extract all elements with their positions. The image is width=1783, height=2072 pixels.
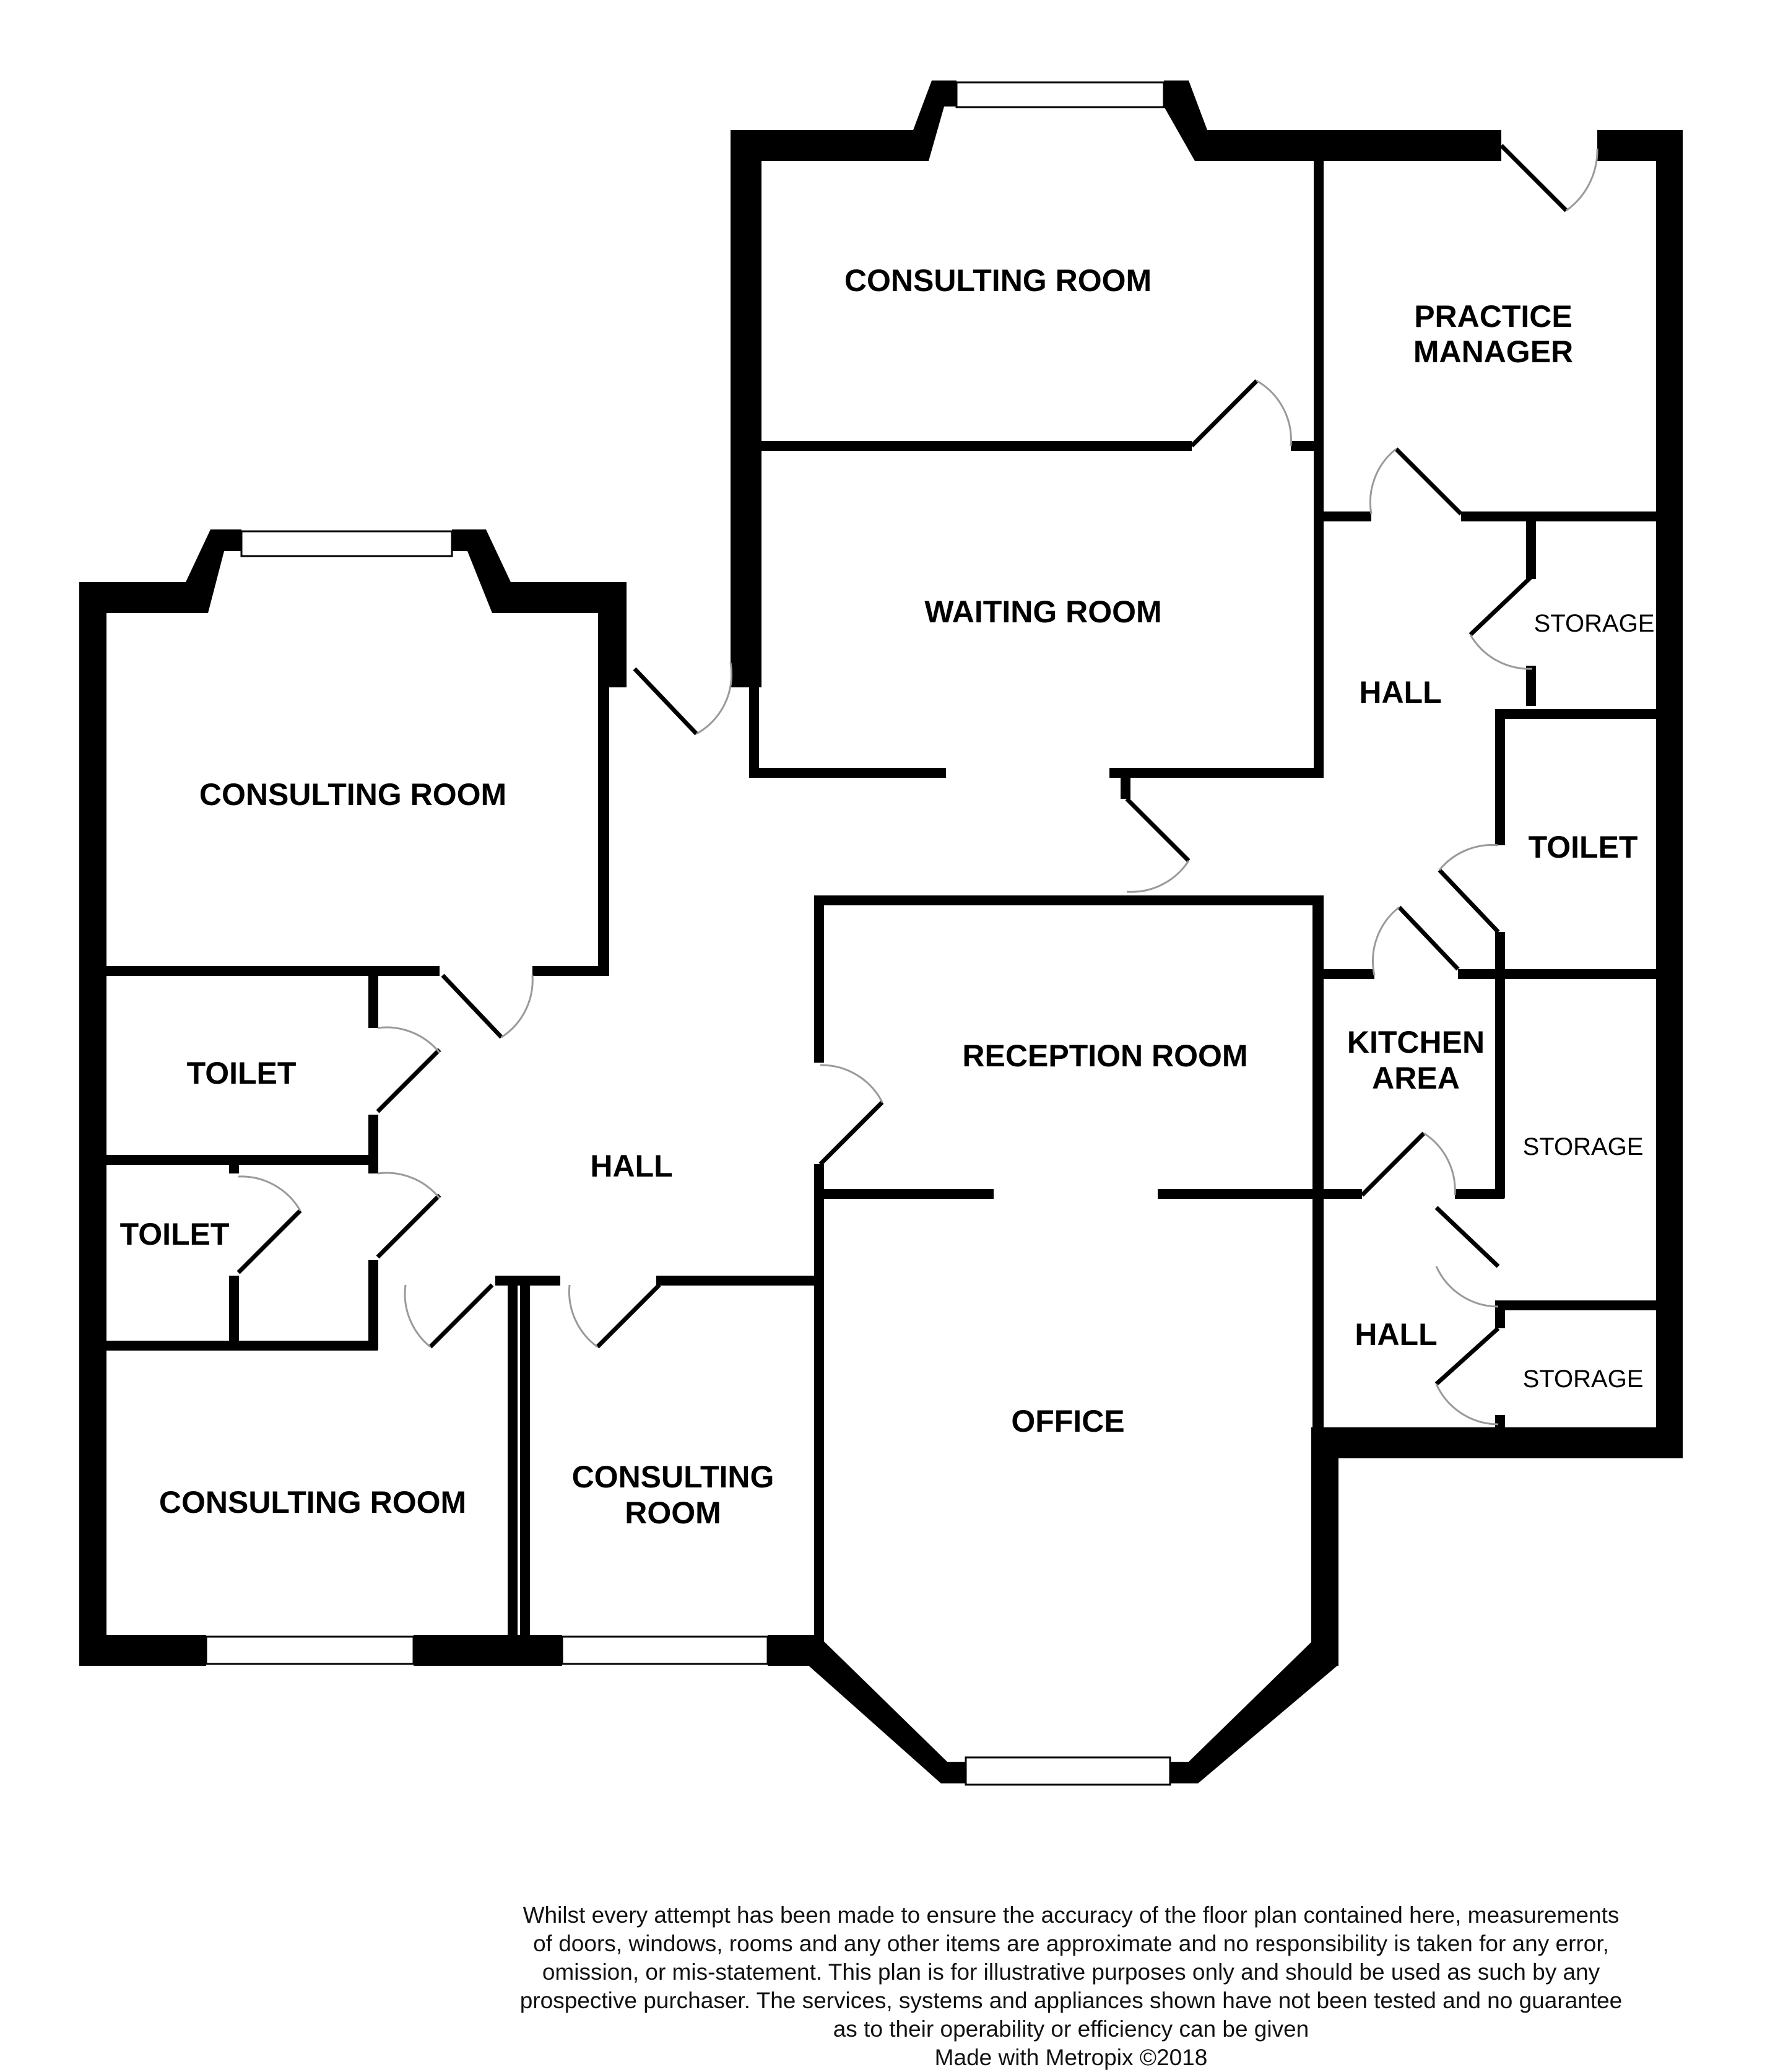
disclaimer-line: Whilst every attempt has been made to en… — [523, 1902, 1620, 1928]
room-label-consulting-left: CONSULTING ROOM — [199, 777, 506, 812]
window — [955, 81, 1165, 108]
disclaimer-line: of doors, windows, rooms and any other i… — [533, 1931, 1609, 1956]
doors — [236, 144, 1599, 1426]
exterior-walls — [79, 81, 1683, 1783]
room-label-toilet-right: TOILET — [1529, 830, 1638, 864]
room-label-office: OFFICE — [1011, 1404, 1124, 1439]
room-label-practice-manager-line1: PRACTICE — [1414, 299, 1573, 334]
room-label-consulting-top: CONSULTING ROOM — [844, 263, 1152, 298]
room-label-hall-right-top: HALL — [1359, 675, 1441, 710]
room-label-kitchen-area-line2: AREA — [1372, 1061, 1460, 1095]
room-label-storage-mid: STORAGE — [1523, 1133, 1644, 1160]
window — [965, 1756, 1171, 1786]
interior-walls — [102, 158, 1659, 1644]
disclaimer-line: prospective purchaser. The services, sys… — [519, 1988, 1623, 2013]
window — [561, 1635, 769, 1665]
room-label-storage-bottom: STORAGE — [1523, 1365, 1644, 1393]
room-labels: CONSULTING ROOM PRACTICE MANAGER WAITING… — [120, 263, 1655, 1530]
room-label-toilet-left-upper: TOILET — [187, 1056, 297, 1090]
disclaimer-line: omission, or mis-statement. This plan is… — [542, 1959, 1600, 1985]
room-label-consulting-bottom-mid-line2: ROOM — [625, 1495, 721, 1530]
room-label-kitchen-area-line1: KITCHEN — [1347, 1025, 1485, 1060]
room-label-consulting-bottom-left: CONSULTING ROOM — [159, 1485, 466, 1520]
window — [205, 1635, 415, 1665]
window — [240, 530, 453, 557]
windows — [205, 81, 1171, 1786]
disclaimer-line: as to their operability or efficiency ca… — [833, 2016, 1309, 2042]
room-label-toilet-left-lower: TOILET — [120, 1217, 230, 1251]
room-label-reception-room: RECEPTION ROOM — [962, 1038, 1247, 1073]
room-label-practice-manager-line2: MANAGER — [1413, 334, 1573, 369]
room-label-storage-top: STORAGE — [1534, 610, 1655, 637]
disclaimer: Whilst every attempt has been made to en… — [495, 1901, 1647, 2072]
room-label-hall-right-bottom: HALL — [1355, 1317, 1437, 1352]
room-label-hall-center: HALL — [590, 1149, 672, 1183]
room-label-waiting-room: WAITING ROOM — [924, 594, 1161, 629]
credit: Made with Metropix ©2018 — [934, 2045, 1208, 2070]
room-label-consulting-bottom-mid-line1: CONSULTING — [572, 1460, 774, 1494]
